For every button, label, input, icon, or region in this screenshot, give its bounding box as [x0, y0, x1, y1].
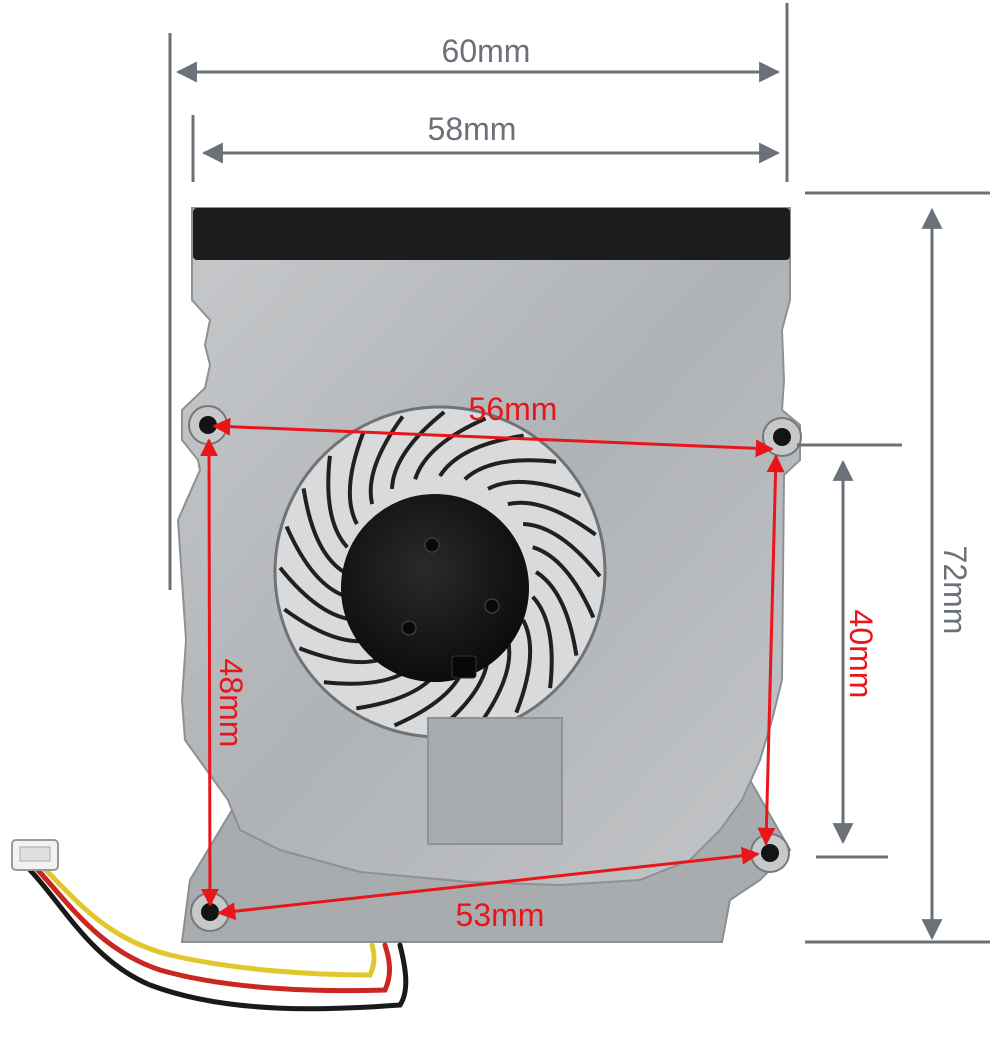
fan-blade — [514, 619, 533, 714]
arrow-left-holes — [200, 438, 219, 907]
fan-blade — [463, 458, 557, 481]
label-overall-height: 72mm — [937, 546, 973, 635]
fan-hub — [341, 494, 529, 682]
fan-blade — [532, 545, 596, 619]
wire-red — [33, 865, 392, 994]
label-right-hole-spacing: 40mm — [843, 610, 879, 699]
hub-notch — [451, 655, 477, 679]
fan-blade — [301, 488, 346, 574]
dimension-guides — [168, 3, 990, 944]
wire-yellow — [41, 865, 377, 978]
fan-cable — [25, 865, 409, 1012]
fan-blade — [522, 522, 602, 578]
label-body-width: 58mm — [428, 111, 517, 147]
foam-strip — [193, 208, 790, 260]
label-bottom-hole-spacing: 53mm — [456, 897, 545, 933]
arrow-top-holes — [212, 417, 774, 458]
fan-assembly — [11, 207, 802, 1012]
thermal-pad — [427, 717, 563, 845]
fan-blade — [487, 479, 582, 498]
fan-blade — [507, 500, 597, 537]
hub-screw-1 — [424, 537, 440, 553]
wire-black — [25, 865, 409, 1012]
fan-blade — [534, 570, 579, 656]
arrow-bottom-holes — [217, 846, 760, 921]
hole-measurements — [200, 417, 785, 921]
label-overall-width: 60mm — [442, 33, 531, 69]
arrow-right-holes — [757, 454, 785, 846]
fan-blade — [284, 525, 348, 599]
cable-connector — [11, 839, 59, 871]
fan-blade — [326, 455, 349, 549]
fan-blade — [531, 595, 554, 689]
label-left-hole-spacing: 48mm — [213, 659, 249, 748]
hub-screw-2 — [484, 598, 500, 614]
label-top-hole-spacing: 56mm — [469, 391, 558, 427]
hub-screw-3 — [401, 620, 417, 636]
